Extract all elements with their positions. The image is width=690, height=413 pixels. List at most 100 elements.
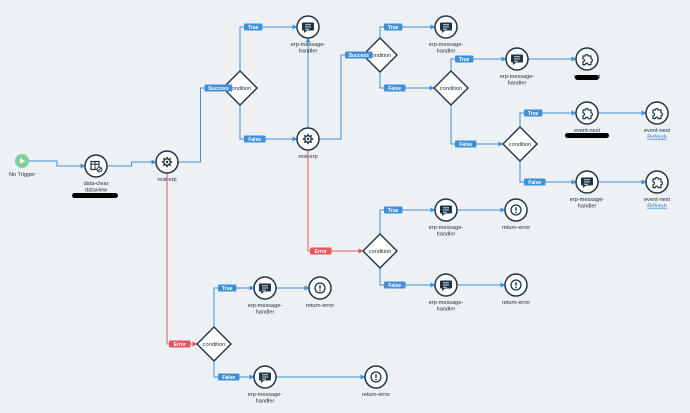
action-node-shape[interactable] xyxy=(84,154,108,178)
redaction-bar xyxy=(72,193,118,198)
edge-label-badge xyxy=(310,247,332,255)
refresh-link[interactable]: Refresh xyxy=(647,204,667,210)
node-re2[interactable]: return-error xyxy=(502,273,530,306)
node-resterp2[interactable]: rest-erp xyxy=(296,127,320,160)
node-emh8[interactable]: erp-message-handler xyxy=(248,365,283,405)
node-emh5[interactable]: erp-message-handler xyxy=(429,198,464,238)
edge-cond1-to-resterp2[interactable] xyxy=(239,105,298,142)
edge-cond3-to-cond4[interactable] xyxy=(450,105,504,147)
node-label-line2: handler xyxy=(508,81,527,87)
edge-label-true: True xyxy=(218,284,237,292)
condition-diamond[interactable] xyxy=(196,326,232,362)
node-emh3[interactable]: erp-message-handler xyxy=(500,47,535,87)
condition-label: condition xyxy=(369,249,391,255)
condition-diamond[interactable] xyxy=(222,70,258,106)
node-label: return-error xyxy=(362,392,390,398)
condition-diamond[interactable] xyxy=(433,70,469,106)
edge-cond1-to-emh1[interactable] xyxy=(239,24,298,71)
alert-icon xyxy=(370,371,382,383)
node-re1[interactable]: return-error xyxy=(502,198,530,231)
edge-label-error: Error xyxy=(310,247,332,255)
edge-resterp1-to-cond6[interactable] xyxy=(166,173,198,347)
node-emh7[interactable]: erp-message-handler xyxy=(248,276,283,316)
edge-cond5-to-emh5[interactable] xyxy=(379,207,436,234)
edge-label-text: True xyxy=(388,25,399,31)
node-emh6[interactable]: erp-message-handler xyxy=(429,273,464,313)
condition-diamond[interactable] xyxy=(502,126,538,162)
node-label: event-next xyxy=(644,197,671,203)
node-label-line2: handler xyxy=(256,310,275,316)
node-cond3[interactable]: condition xyxy=(433,70,469,106)
node-label: erp-message- xyxy=(291,42,326,48)
edge-cond3-to-emh3[interactable] xyxy=(450,56,507,71)
edge-label-error: Error xyxy=(169,340,191,348)
node-cond2[interactable]: condition xyxy=(362,37,398,73)
edge-label-true: True xyxy=(524,109,543,117)
action-node-shape[interactable] xyxy=(575,47,599,71)
condition-diamond[interactable] xyxy=(362,37,398,73)
edge-label-text: True xyxy=(222,286,233,292)
node-cond1[interactable]: condition xyxy=(222,70,258,106)
edge-label-false: False xyxy=(384,281,406,289)
node-cond6[interactable]: condition xyxy=(196,326,232,362)
node-re3[interactable]: return-error xyxy=(306,276,334,309)
edge-resterp1-to-cond1[interactable] xyxy=(178,85,224,163)
message-icon xyxy=(302,22,314,33)
edge-resterp2-to-cond2[interactable] xyxy=(319,52,364,140)
action-node-shape[interactable] xyxy=(645,101,669,125)
node-en2[interactable]: event-next xyxy=(565,101,609,138)
edge-cond2-to-emh2[interactable] xyxy=(379,24,436,38)
node-re4[interactable]: return-error xyxy=(362,365,390,398)
edge-cond6-to-emh7[interactable] xyxy=(213,285,255,327)
condition-diamond[interactable] xyxy=(362,233,398,269)
node-cond4[interactable]: condition xyxy=(502,126,538,162)
table-icon xyxy=(90,160,103,173)
node-label: erp-message- xyxy=(248,303,283,309)
edge-cond2-to-cond3[interactable] xyxy=(379,72,435,91)
node-trigger[interactable]: No Trigger xyxy=(9,154,35,178)
edge-label-badge xyxy=(204,84,233,92)
edge-cond4-to-en2[interactable] xyxy=(519,110,577,127)
edge-resterp2-to-cond5[interactable] xyxy=(307,150,364,254)
edge-label-badge xyxy=(218,284,237,292)
edge-label-badge xyxy=(244,23,263,31)
edge-label-false: False xyxy=(524,178,546,186)
edge-cond4-to-emh4[interactable] xyxy=(519,161,577,185)
node-emh2[interactable]: erp-message-handler xyxy=(429,15,464,55)
edge-label-success: Success xyxy=(345,51,373,59)
node-resterp1[interactable]: rest-erp xyxy=(155,150,179,183)
edge-cond6-to-emh8[interactable] xyxy=(213,361,255,380)
edge-label-text: Success xyxy=(349,53,370,59)
action-node-shape[interactable] xyxy=(645,170,669,194)
action-node-shape[interactable] xyxy=(575,101,599,125)
node-cond5[interactable]: condition xyxy=(362,233,398,269)
node-label: return-error xyxy=(502,300,530,306)
edge-label-success: Success xyxy=(204,84,233,92)
node-emh4[interactable]: erp-message-handler xyxy=(570,170,605,210)
message-icon xyxy=(259,372,271,383)
node-emh1[interactable]: erp-message-handler xyxy=(291,15,326,55)
node-label: rest-erp xyxy=(298,154,317,160)
edge-label-badge xyxy=(244,135,266,143)
edge-label-true: True xyxy=(244,23,263,31)
edge-label-text: False xyxy=(248,137,261,143)
message-icon xyxy=(440,22,452,33)
node-label: event-next xyxy=(644,128,671,134)
refresh-link[interactable]: Refresh xyxy=(647,135,667,141)
edge-trigger-to-dataclear[interactable] xyxy=(29,160,86,169)
edge-cond5-to-emh6[interactable] xyxy=(379,268,436,288)
edge-label-true: True xyxy=(384,23,403,31)
node-label: erp-message- xyxy=(429,42,464,48)
edge-label-text: False xyxy=(388,86,401,92)
puzzle-icon xyxy=(652,107,664,120)
play-icon xyxy=(20,158,25,164)
edge-label-false: False xyxy=(455,140,477,148)
edge-dataclear-to-resterp1[interactable] xyxy=(107,159,157,167)
message-icon xyxy=(581,177,593,188)
node-en1[interactable]: event-next xyxy=(574,47,601,80)
